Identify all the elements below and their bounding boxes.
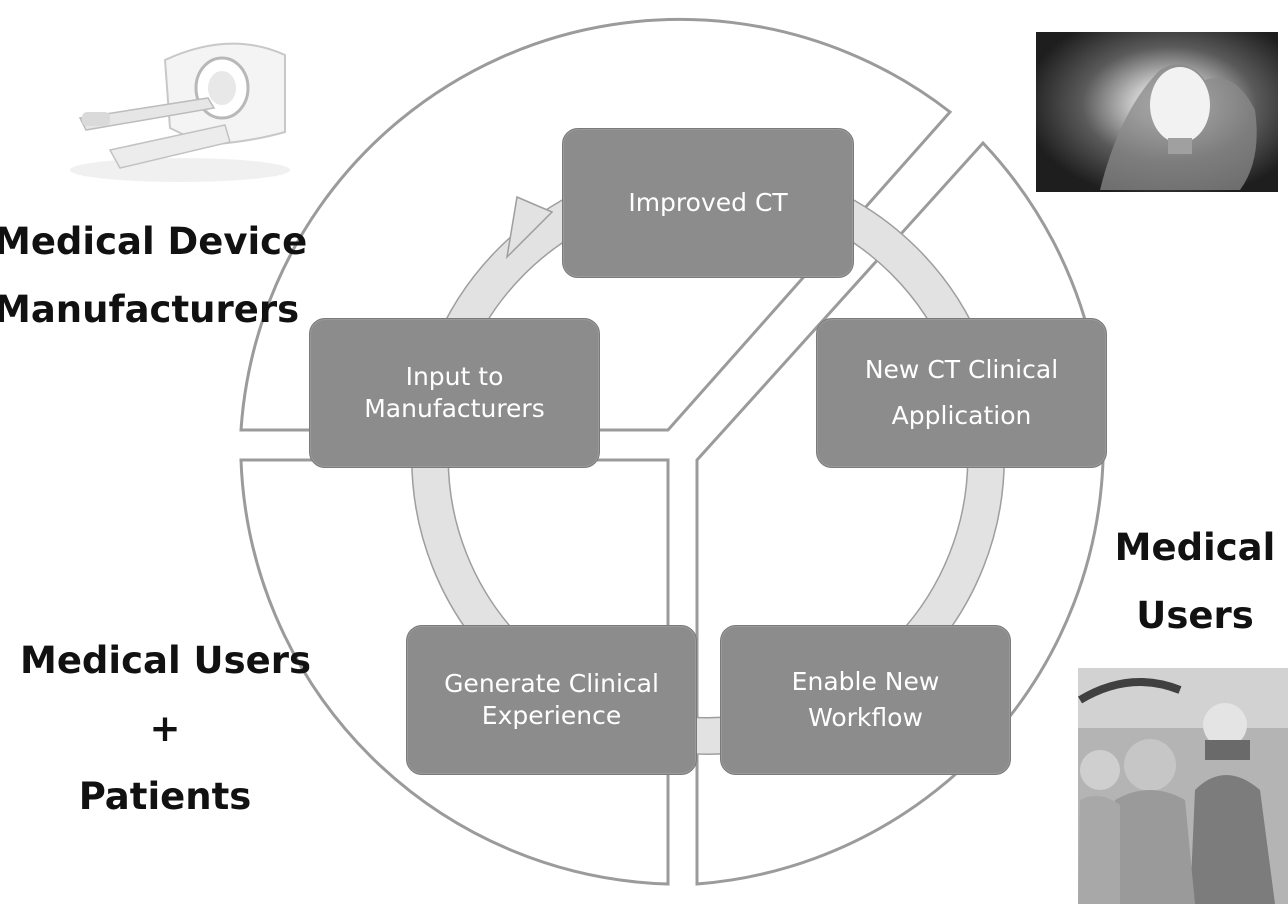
segmented-circle bbox=[239, 17, 1105, 886]
sector-users-patients bbox=[239, 458, 670, 886]
light-bulb-image bbox=[1036, 32, 1278, 192]
step-new-ct-clinical-application: New CT Clinical Application bbox=[816, 318, 1107, 468]
step-generate-line1: Generate Clinical bbox=[444, 668, 659, 698]
label-medical-device-manufacturers: Medical Device Manufacturers bbox=[0, 208, 308, 344]
manufacturers-line2: Manufacturers bbox=[0, 288, 300, 331]
step-input-line1: Input to bbox=[405, 361, 504, 391]
step-input-to-manufacturers: Input to Manufacturers bbox=[309, 318, 600, 468]
step-improved-ct: Improved CT bbox=[562, 128, 854, 278]
ct-scanner-image bbox=[70, 42, 290, 182]
users-patients-line3: Patients bbox=[78, 775, 252, 818]
users-patients-line1: Medical Users bbox=[20, 639, 311, 682]
step-enable-line1: Enable New bbox=[791, 666, 940, 696]
step-new-ct-line1: New CT Clinical bbox=[864, 354, 1059, 384]
medical-users-line1: Medical bbox=[1114, 526, 1276, 569]
step-generate-clinical-experience: Generate Clinical Experience bbox=[406, 625, 697, 775]
label-medical-users: Medical Users bbox=[1110, 514, 1280, 650]
step-improved-ct-line1: Improved CT bbox=[628, 187, 788, 217]
surgical-team-image bbox=[1077, 668, 1288, 904]
sector-medical-users bbox=[695, 140, 1105, 886]
medical-users-line2: Users bbox=[1136, 594, 1254, 637]
step-enable-line2: Workflow bbox=[808, 703, 923, 732]
step-enable-new-workflow: Enable New Workflow bbox=[720, 625, 1011, 775]
manufacturers-line1: Medical Device bbox=[0, 220, 308, 263]
sector-manufacturers bbox=[239, 17, 953, 432]
step-generate-line2: Experience bbox=[481, 701, 622, 730]
users-patients-line2: + bbox=[149, 707, 181, 750]
step-new-ct-line2: Application bbox=[891, 401, 1032, 430]
step-input-line2: Manufacturers bbox=[364, 394, 545, 423]
label-medical-users-patients: Medical Users + Patients bbox=[20, 627, 311, 831]
cycle-arrowhead bbox=[505, 195, 554, 260]
